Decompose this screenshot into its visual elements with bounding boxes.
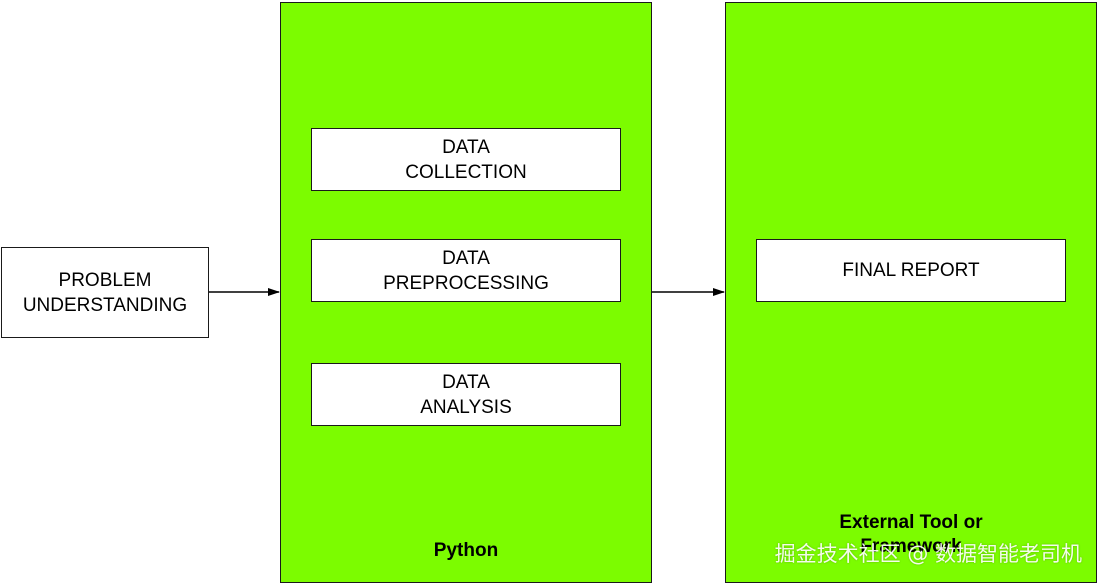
data-collection-line-2: COLLECTION bbox=[405, 161, 527, 183]
data-preprocessing-line-2: PREPROCESSING bbox=[383, 272, 549, 294]
data-analysis-line-1: DATA bbox=[442, 371, 490, 393]
data-analysis-line-2: ANALYSIS bbox=[420, 396, 512, 418]
external-label-line-2: Framework bbox=[860, 536, 962, 557]
python-container-label: Python bbox=[433, 540, 499, 561]
final-report-label: FINAL REPORT bbox=[842, 260, 980, 281]
problem-understanding-box: PROBLEM UNDERSTANDING bbox=[1, 247, 209, 338]
data-analysis-box: DATA ANALYSIS bbox=[311, 363, 621, 426]
data-preprocessing-line-1: DATA bbox=[442, 247, 490, 269]
data-collection-box: DATA COLLECTION bbox=[311, 128, 621, 191]
data-preprocessing-box: DATA PREPROCESSING bbox=[311, 239, 621, 302]
watermark-text: 掘金技术社区 @ 数据智能老司机 bbox=[774, 542, 1082, 566]
problem-label-line-1: PROBLEM bbox=[58, 269, 152, 291]
external-tool-container-label: External Tool or Framework bbox=[726, 511, 1096, 559]
data-collection-line-1: DATA bbox=[442, 136, 490, 158]
external-label-line-1: External Tool or bbox=[839, 512, 983, 533]
problem-label-line-2: UNDERSTANDING bbox=[22, 294, 188, 316]
final-report-box: FINAL REPORT bbox=[756, 239, 1066, 302]
